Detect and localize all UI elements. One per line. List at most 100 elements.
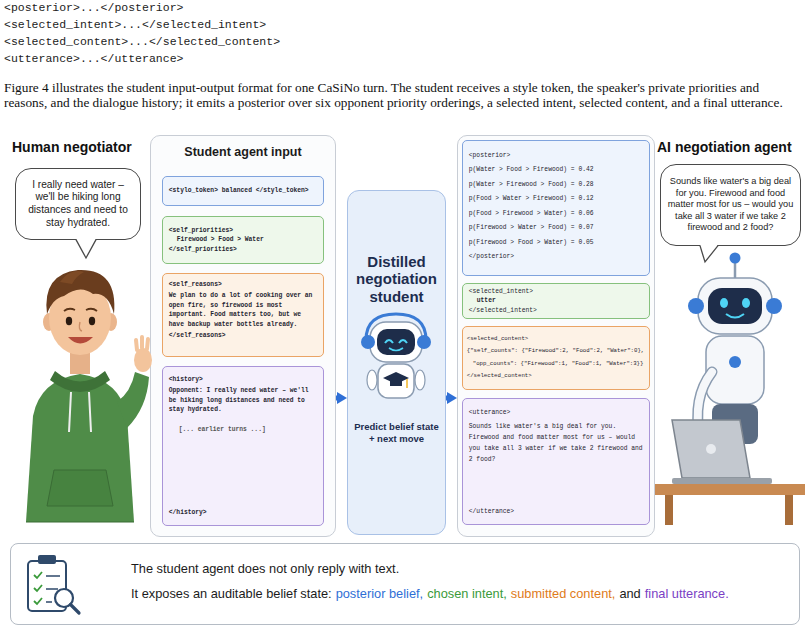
code-line: {"self_counts": {"Firewood":2, "Food":2,… [467, 345, 645, 358]
code-line: "opp_counts": {"Firewood":1, "Food":1, "… [473, 358, 645, 371]
human-illustration [69, 392, 91, 432]
banner-text: It exposes an auditable belief state: [131, 586, 332, 601]
ai-robot-illustration [655, 484, 805, 495]
audit-icon [28, 555, 79, 613]
code-box: <utterance>Sounds like water's a big dea… [462, 398, 650, 525]
student-robot-illustration [361, 335, 375, 349]
ai-robot-illustration [720, 298, 728, 308]
code-line: <self_reasons> [169, 280, 317, 290]
student-robot-illustration [367, 370, 377, 390]
flow-arrow [336, 396, 337, 401]
code-line: <self_priorities> [169, 226, 317, 236]
speech-bubble: Sounds like water's a big deal for you. … [660, 164, 801, 246]
human-illustration [43, 313, 55, 331]
ai-robot-illustration [698, 372, 712, 438]
banner-text: final utterance. [645, 586, 729, 601]
code-line: p(Water > Food > Firewood) = 0.42 [469, 163, 643, 178]
ai-robot-illustration [672, 478, 772, 484]
student-robot-illustration [417, 335, 431, 349]
student-robot-illustration [406, 379, 408, 388]
code-box: <posterior>p(Water > Food > Firewood) = … [462, 140, 650, 276]
output-panel: <posterior>p(Water > Food > Firewood) = … [457, 135, 655, 537]
body-paragraph: Figure 4 illustrates the student input-o… [4, 80, 801, 110]
human-illustration [64, 309, 97, 311]
summary-banner: The student agent does not only reply wi… [10, 543, 800, 625]
student-robot-illustration [370, 322, 422, 362]
code-line: </selected_intent> [469, 306, 643, 316]
ai-robot-illustration [766, 298, 782, 314]
code-box: <selected_content>{"self_counts": {"Fire… [462, 326, 650, 390]
code-snippet: <posterior>...</posterior> [4, 0, 504, 15]
student-robot-illustration [377, 329, 415, 355]
ai-robot-illustration [706, 444, 716, 454]
audit-icon [55, 589, 73, 607]
audit-icon [71, 605, 80, 614]
speech-bubble: I really need water – we'll be hiking lo… [15, 168, 141, 240]
code-line: Sounds like water's a big deal for you. … [469, 421, 643, 465]
bubble-tail [700, 246, 718, 262]
banner-text: The student agent does not only reply wi… [131, 560, 789, 577]
code-line: </self_reasons> [169, 331, 317, 341]
banner-text: posterior belief, [336, 586, 424, 601]
code-box: <selected_intent>utter</selected_intent> [462, 283, 650, 319]
student-robot-illustration [389, 348, 403, 351]
ai-robot-illustration [708, 288, 762, 324]
banner-text: and [619, 586, 640, 601]
code-snippet: <selected_intent>...</selected_intent> [4, 17, 504, 32]
human-illustration [134, 348, 152, 372]
audit-icon [28, 561, 66, 611]
code-line: We plan to do a lot of cooking over an o… [169, 291, 317, 329]
code-line: utter [477, 296, 643, 306]
code-line: <selected_intent> [469, 287, 643, 297]
student-robot-illustration [415, 370, 425, 390]
human-illustration [68, 337, 93, 344]
code-line: Firewood > Food > Water [177, 235, 317, 245]
code-box: <self_priorities>Firewood > Food > Water… [162, 216, 324, 264]
code-line: Opponent: I really need water – we'll be… [169, 386, 317, 415]
human-illustration [26, 270, 152, 522]
ai-robot-illustration [742, 298, 750, 308]
panel-heading: Student agent input [151, 145, 335, 160]
code-snippet: <selected_content>...</selected_content> [4, 34, 504, 49]
ai-robot-illustration [729, 356, 741, 368]
banner-text: chosen intent, [427, 586, 507, 601]
bubble-tail [700, 244, 718, 262]
human-illustration [46, 270, 114, 314]
ai-robot-illustration [665, 495, 673, 525]
audit-icon [34, 572, 42, 604]
human-illustration [136, 337, 148, 350]
ai-robot-illustration [706, 336, 764, 404]
student-robot-illustration [366, 314, 426, 340]
human-illustration [26, 374, 134, 522]
human-illustration [117, 372, 149, 428]
code-line: <posterior> [469, 149, 643, 164]
ai-robot-illustration [698, 278, 772, 334]
code-line: p(Water > Firewood > Food) = 0.28 [469, 178, 643, 193]
code-line: <selected_content> [467, 333, 645, 346]
human-illustration [49, 281, 111, 355]
bubble-text: I really need water – we'll be hiking lo… [22, 179, 134, 230]
model-title: Distilled negotiation student [350, 253, 443, 305]
model-subtitle: Predict belief state + next move [352, 421, 441, 446]
bubble-tail [76, 238, 718, 262]
student-robot-illustration [361, 314, 431, 398]
ai-robot-illustration [655, 253, 805, 526]
ai-robot-illustration [785, 495, 793, 525]
audit-icon [38, 555, 56, 564]
banner-text: submitted content, [511, 586, 616, 601]
code-line: p(Food > Firewood > Water) = 0.06 [469, 207, 643, 222]
ai-robot-illustration [726, 314, 744, 318]
human-illustration [26, 522, 134, 523]
model-box: Distilled negotiation studentPredict bel… [347, 190, 446, 535]
human-illustration [70, 350, 90, 374]
bubble-text: Sounds like water's a big deal for you. … [667, 176, 794, 234]
student-robot-illustration [383, 372, 409, 384]
code-box: <self_reasons>We plan to do a lot of coo… [162, 273, 324, 357]
ai-robot-illustration [672, 420, 750, 478]
actor-heading: Human negotiator [12, 139, 152, 156]
code-line: p(Firewood > Food > Water) = 0.05 [469, 236, 643, 251]
